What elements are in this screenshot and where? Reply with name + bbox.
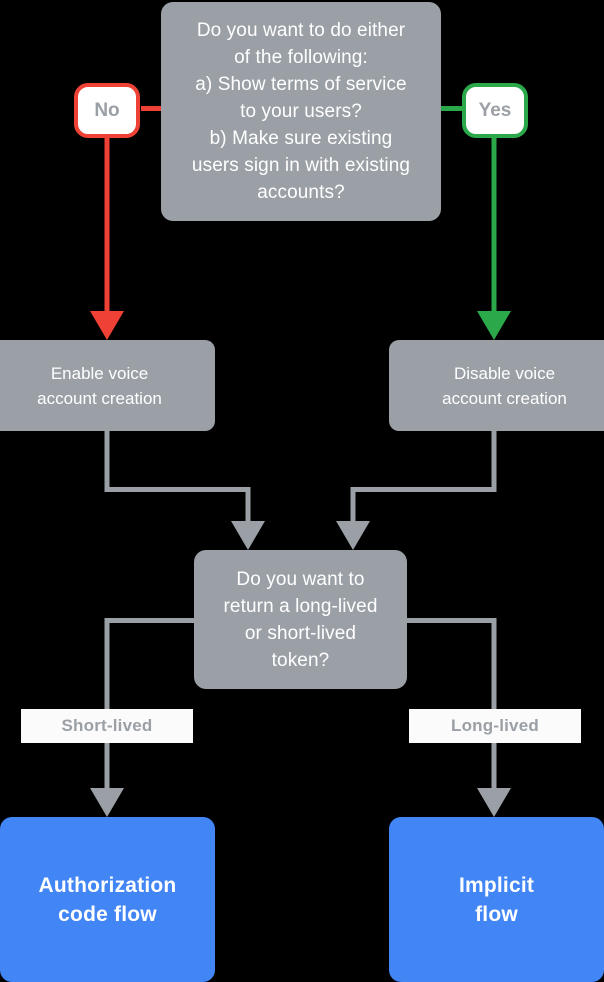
connector-no-to-enable-arrowhead [90, 311, 124, 340]
connector-long-down [491, 618, 497, 790]
process-node-enable-voice-account-creation[interactable]: Enable voice account creation [0, 340, 215, 431]
connector-no-to-enable-line [104, 138, 110, 313]
terminal-node-implicit-flow-label: Implicit flow [458, 873, 535, 926]
process-node-disable-voice-account-creation[interactable]: Disable voice account creation [389, 340, 604, 431]
connector-disable-arrowhead [336, 521, 370, 550]
connector-short-across [104, 618, 200, 623]
terminal-node-authorization-code-flow[interactable]: Authorization code flow [0, 817, 215, 982]
connector-enable-drop [245, 487, 251, 523]
connector-enable-down [104, 430, 110, 492]
decision-node-token-lifetime[interactable]: Do you want to return a long-lived or sh… [194, 550, 407, 689]
terminal-node-implicit-flow[interactable]: Implicit flow [389, 817, 604, 982]
connector-long-arrowhead [477, 788, 511, 817]
connector-disable-drop [350, 487, 356, 523]
edge-label-long-lived-text: Long-lived [451, 716, 539, 735]
connector-yes-to-disable-line [491, 138, 497, 313]
decision-node-terms-of-service-label: Do you want to do either of the followin… [191, 20, 411, 203]
process-node-disable-voice-account-creation-label: Disable voice account creation [442, 363, 567, 408]
connector-yes-to-disable-arrowhead [477, 311, 511, 340]
connector-short-arrowhead [90, 788, 124, 817]
connector-disable-across [350, 487, 497, 492]
edge-label-long-lived: Long-lived [409, 709, 581, 743]
branch-badge-no[interactable]: No [74, 83, 140, 138]
connector-enable-across [104, 487, 251, 492]
edge-label-short-lived: Short-lived [21, 709, 193, 743]
connector-enable-arrowhead [231, 521, 265, 550]
connector-short-down [104, 618, 110, 790]
edge-label-short-lived-text: Short-lived [61, 716, 153, 735]
branch-badge-yes-label: Yes [478, 99, 512, 121]
connector-long-across [401, 618, 497, 623]
decision-node-terms-of-service[interactable]: Do you want to do either of the followin… [161, 2, 441, 221]
process-node-enable-voice-account-creation-label: Enable voice account creation [37, 363, 162, 408]
connector-no-stub [141, 106, 163, 111]
branch-badge-no-label: No [94, 99, 120, 121]
branch-badge-yes[interactable]: Yes [462, 83, 528, 138]
terminal-node-authorization-code-flow-label: Authorization code flow [38, 873, 177, 926]
connector-disable-down [491, 430, 497, 492]
decision-node-token-lifetime-label: Do you want to return a long-lived or sh… [223, 568, 378, 671]
connector-yes-stub [440, 106, 462, 111]
